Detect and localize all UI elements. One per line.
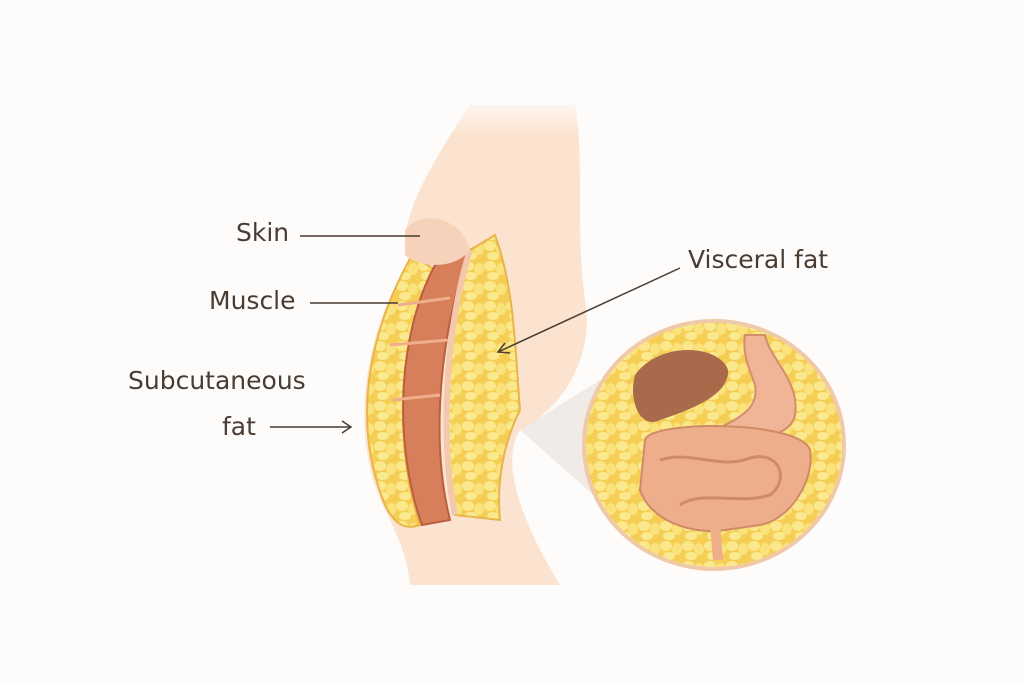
label-muscle: Muscle	[209, 286, 296, 315]
liver	[632, 350, 729, 422]
muscle-layer	[402, 248, 472, 527]
label-visceral-fat: Visceral fat	[688, 245, 829, 274]
label-subcutaneous-fat: fat	[222, 412, 256, 441]
skin-fold	[405, 218, 470, 265]
label-subcutaneous: Subcutaneous	[128, 366, 306, 395]
label-skin: Skin	[236, 218, 290, 247]
visceral-arrow	[497, 267, 681, 353]
